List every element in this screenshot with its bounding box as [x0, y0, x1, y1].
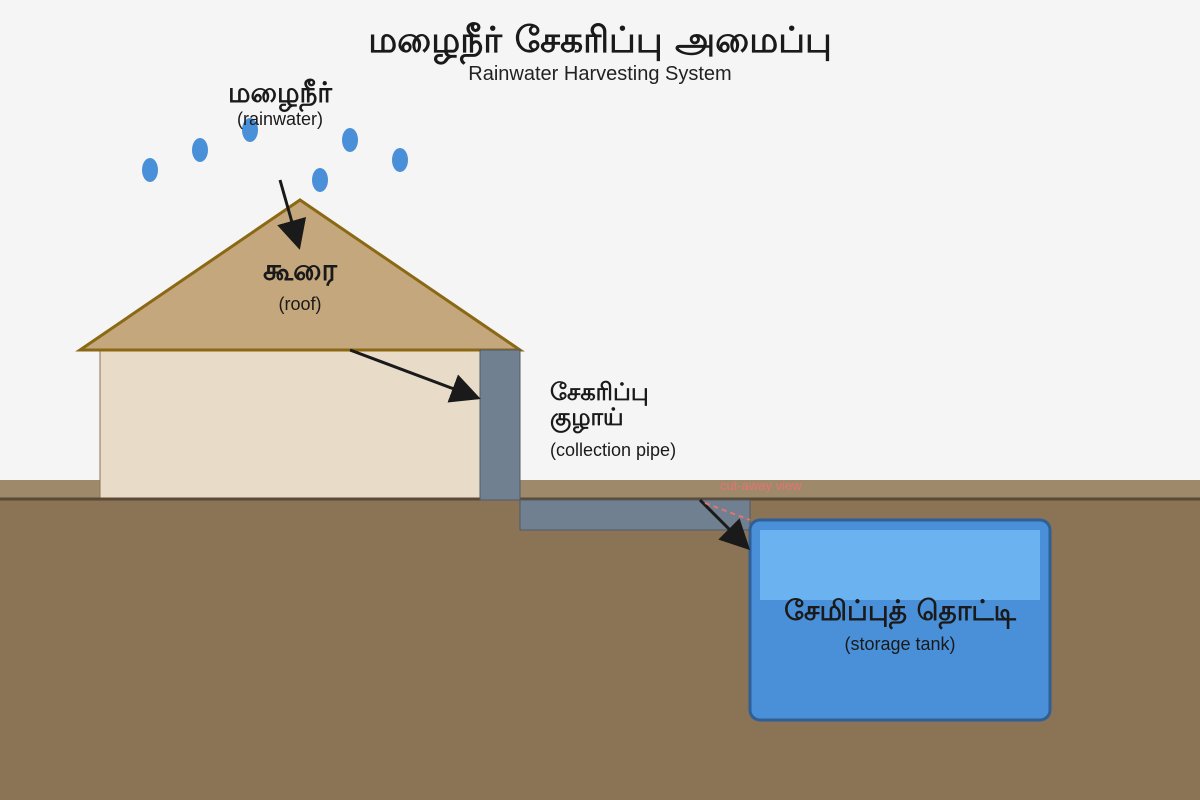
tank-water-surface: [760, 530, 1040, 600]
collection-pipe-horizontal: [519, 499, 751, 531]
rain-label-tamil: மழைநீர்: [228, 76, 332, 112]
pipe-label-tamil-line2: குழாய்: [550, 403, 624, 434]
collection-pipe-vertical: [479, 349, 521, 501]
tank-label-english: (storage tank): [844, 634, 955, 654]
rain-to-roof-arrow: [277, 179, 307, 250]
roof-to-pipe-arrow: [349, 348, 481, 403]
diagram-subtitle: Rainwater Harvesting System: [468, 63, 731, 85]
roof-label-english: (roof): [278, 294, 321, 314]
roof: [75, 198, 525, 352]
rain-drop: [142, 158, 158, 182]
pipe-label-tamil-line1: சேகரிப்பு: [550, 378, 649, 407]
rain-drop: [192, 138, 208, 162]
pipe-to-tank-arrow: [698, 498, 751, 551]
pipe-label-english: (collection pipe): [550, 440, 676, 460]
rain-drop: [312, 168, 328, 192]
diagram-title: மழைநீர் சேகரிப்பு அமைப்பு: [368, 20, 832, 65]
cutaway-label: cut-away view: [720, 478, 802, 493]
rain-label-english: (rainwater): [237, 109, 323, 129]
rain-drops: [142, 118, 408, 192]
rain-drop: [392, 148, 408, 172]
rain-drop: [242, 118, 258, 142]
house-wall: [99, 349, 481, 501]
rain-drop: [342, 128, 358, 152]
roof-label-tamil: கூரை: [263, 253, 337, 288]
tank-label-tamil: சேமிப்புத் தொட்டி: [784, 594, 1017, 630]
cutaway-indicator-line: [704, 502, 751, 521]
